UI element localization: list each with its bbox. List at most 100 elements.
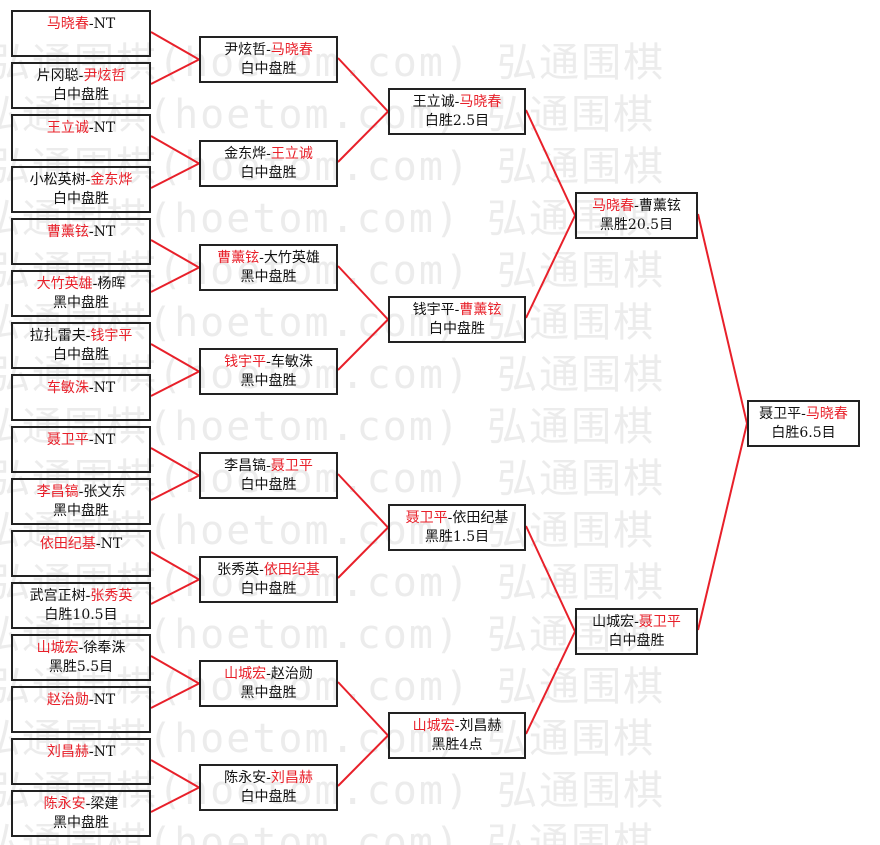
player-b: NT (93, 432, 116, 448)
match-players: 李昌镐-聂卫平 (224, 458, 313, 474)
match-players: 车敏洙-NT (46, 380, 116, 396)
match-box: 马晓春-NT (11, 10, 151, 57)
match-box: 聂卫平-马晓春白胜6.5目 (747, 400, 860, 447)
player-a: 山城宏 (412, 718, 455, 734)
player-b: 马晓春 (459, 94, 502, 110)
match-players: 曹薰铉-NT (46, 224, 116, 240)
player-a: 赵治勋 (46, 692, 89, 708)
match-box: 片冈聪-尹炫哲白中盘胜 (11, 62, 151, 109)
match-result: 白中盘胜 (53, 347, 109, 363)
player-a: 王立诚 (412, 94, 455, 110)
match-box: 张秀英-依田纪基白中盘胜 (199, 556, 338, 603)
player-a: 依田纪基 (39, 536, 96, 552)
match-players: 拉扎雷夫-钱宇平 (29, 328, 133, 344)
player-a: 李昌镐 (36, 484, 79, 500)
match-box: 大竹英雄-杨晖黑中盘胜 (11, 270, 151, 317)
match-box: 李昌镐-张文东黑中盘胜 (11, 478, 151, 525)
bracket-connector (150, 162, 200, 189)
match-box: 金东烨-王立诚白中盘胜 (199, 140, 338, 187)
match-players: 马晓春-曹薰铉 (592, 198, 681, 214)
match-box: 聂卫平-依田纪基黑胜1.5目 (388, 504, 526, 551)
player-b: 曹薰铉 (638, 198, 681, 214)
player-a: 拉扎雷夫 (29, 328, 86, 344)
match-box: 曹薰铉-大竹英雄黑中盘胜 (199, 244, 338, 291)
match-box: 陈永安-梁建黑中盘胜 (11, 790, 151, 837)
player-a: 陈永安 (43, 796, 86, 812)
watermark: 弘通围棋(hoetom.com) 弘通围棋 (0, 820, 656, 845)
bracket-connector (337, 734, 389, 787)
player-b: 徐奉洙 (83, 640, 126, 656)
match-box: 山城宏-赵治勋黑中盘胜 (199, 660, 338, 707)
bracket-connector (150, 447, 200, 477)
player-a: 武宫正树 (29, 588, 86, 604)
player-b: 刘昌赫 (459, 718, 502, 734)
player-b: 钱宇平 (90, 328, 133, 344)
bracket-connector (150, 239, 200, 269)
match-box: 聂卫平-NT (11, 426, 151, 473)
player-b: 赵治勋 (270, 666, 313, 682)
player-b: 刘昌赫 (270, 770, 313, 786)
match-box: 刘昌赫-NT (11, 738, 151, 785)
match-players: 聂卫平-依田纪基 (405, 510, 509, 526)
player-b: 依田纪基 (452, 510, 509, 526)
bracket-connector (525, 631, 576, 735)
match-result: 白胜2.5目 (424, 113, 490, 129)
bracket-connector (337, 526, 389, 579)
player-b: 张文东 (83, 484, 126, 500)
match-result: 白胜6.5目 (771, 425, 836, 441)
match-result: 黑胜1.5目 (424, 529, 490, 545)
bracket-connector (150, 578, 200, 605)
match-result: 白中盘胜 (240, 165, 297, 181)
bracket-connector (525, 525, 576, 632)
match-box: 李昌镐-聂卫平白中盘胜 (199, 452, 338, 499)
bracket-connector (150, 343, 200, 373)
bracket-connector (337, 681, 389, 737)
player-b: 聂卫平 (270, 458, 313, 474)
player-b: 金东烨 (90, 172, 133, 188)
bracket-connector (525, 215, 576, 319)
bracket-connector (150, 58, 200, 85)
match-players: 钱宇平-曹薰铉 (412, 302, 502, 318)
match-box: 赵治勋-NT (11, 686, 151, 733)
match-box: 武宫正树-张秀英白胜10.5目 (11, 582, 151, 629)
match-result: 白中盘胜 (429, 321, 485, 337)
match-result: 白中盘胜 (608, 633, 665, 649)
bracket-connector (697, 423, 748, 631)
player-a: 金东烨 (224, 146, 267, 162)
match-players: 山城宏-聂卫平 (592, 614, 681, 630)
match-players: 刘昌赫-NT (46, 744, 116, 760)
bracket-connector (337, 473, 389, 529)
match-box: 钱宇平-车敏洙黑中盘胜 (199, 348, 338, 395)
match-result: 黑中盘胜 (53, 815, 109, 831)
match-players: 钱宇平-车敏洙 (224, 354, 313, 370)
player-a: 钱宇平 (412, 302, 455, 318)
player-b: 张秀英 (90, 588, 133, 604)
player-a: 曹薰铉 (46, 224, 89, 240)
match-players: 陈永安-梁建 (43, 796, 119, 812)
player-b: 聂卫平 (638, 614, 681, 630)
player-a: 刘昌赫 (46, 744, 89, 760)
player-a: 小松英树 (29, 172, 86, 188)
match-box: 山城宏-刘昌赫黑胜4点 (388, 712, 526, 759)
player-a: 车敏洙 (46, 380, 89, 396)
bracket-connector (150, 135, 200, 165)
player-b: NT (93, 120, 116, 136)
match-result: 黑胜4点 (431, 737, 483, 753)
match-players: 金东烨-王立诚 (224, 146, 313, 162)
player-b: NT (93, 692, 116, 708)
player-a: 钱宇平 (224, 354, 267, 370)
match-box: 钱宇平-曹薰铉白中盘胜 (388, 296, 526, 343)
match-players: 曹薰铉-大竹英雄 (217, 250, 320, 266)
player-b: 梁建 (90, 796, 119, 812)
player-a: 山城宏 (36, 640, 79, 656)
match-players: 李昌镐-张文东 (36, 484, 126, 500)
player-a: 张秀英 (217, 562, 260, 578)
match-players: 陈永安-刘昌赫 (224, 770, 313, 786)
match-result: 白中盘胜 (240, 789, 297, 805)
match-result: 黑中盘胜 (240, 373, 297, 389)
player-b: 王立诚 (270, 146, 313, 162)
match-result: 白中盘胜 (240, 477, 297, 493)
bracket-connector (150, 551, 200, 581)
match-players: 马晓春-NT (46, 16, 116, 32)
